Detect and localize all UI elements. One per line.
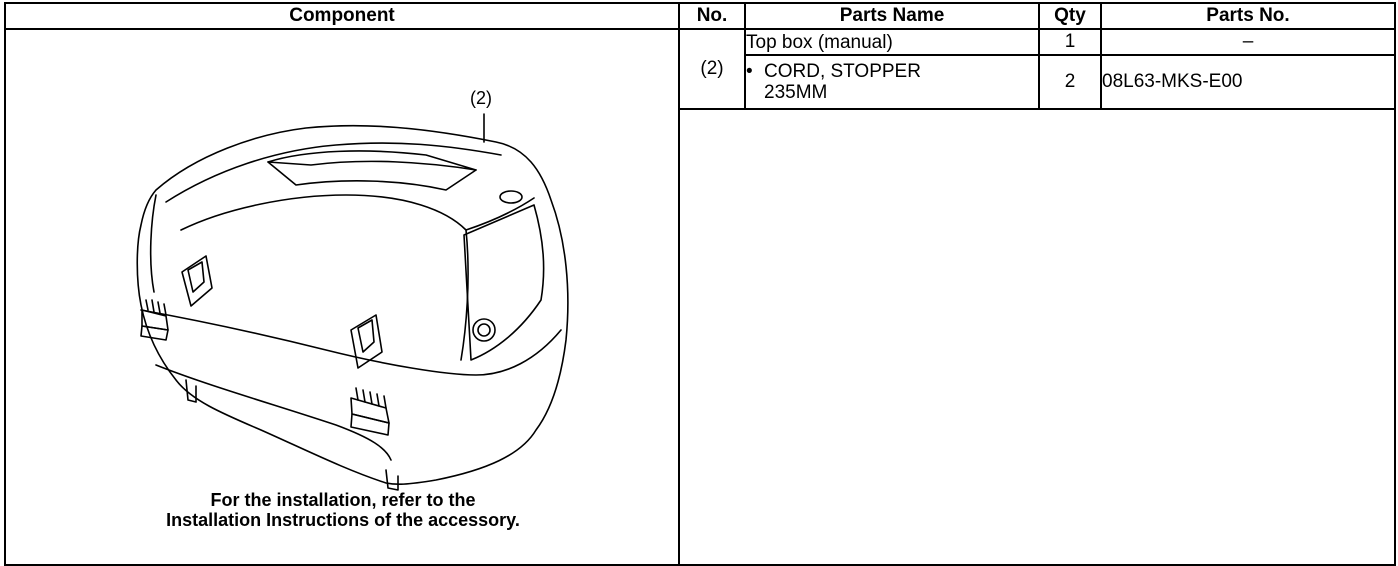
part-qty: 2: [1038, 54, 1102, 110]
blank-row: [5, 108, 1396, 566]
parts-table: Component No. Parts Name Qty Parts No.: [4, 2, 1396, 566]
installation-note: For the installation, refer to the Insta…: [6, 490, 680, 530]
part-number-ref: (2): [678, 28, 746, 110]
callout-label: (2): [470, 88, 492, 108]
part-name-line-2: 235MM: [764, 82, 828, 103]
part-name-line-1: CORD, STOPPER: [764, 61, 921, 82]
header-component: Component: [4, 2, 680, 30]
part-name: Top box (manual): [744, 28, 1040, 56]
component-cell: (2) For the installation, refer to the I…: [4, 28, 680, 566]
bullet-icon: •: [746, 61, 753, 82]
table-row: (2) For the installation, refer to the I…: [4, 28, 1396, 566]
component-illustration-area: (2) For the installation, refer to the I…: [6, 30, 680, 564]
header-parts-no: Parts No.: [1100, 2, 1396, 30]
header-no: No.: [678, 2, 746, 30]
installation-note-line-1: For the installation, refer to the: [210, 490, 476, 510]
top-box-illustration: [136, 113, 569, 491]
blank-area: [678, 108, 1396, 566]
part-code: 08L63-MKS-E00: [1100, 54, 1396, 110]
header-parts-name: Parts Name: [744, 2, 1040, 30]
header-qty: Qty: [1038, 2, 1102, 30]
installation-note-line-2: Installation Instructions of the accesso…: [166, 510, 520, 530]
header-row: Component No. Parts Name Qty Parts No.: [4, 2, 1396, 30]
part-qty: 1: [1038, 28, 1102, 56]
part-code: –: [1100, 28, 1396, 56]
